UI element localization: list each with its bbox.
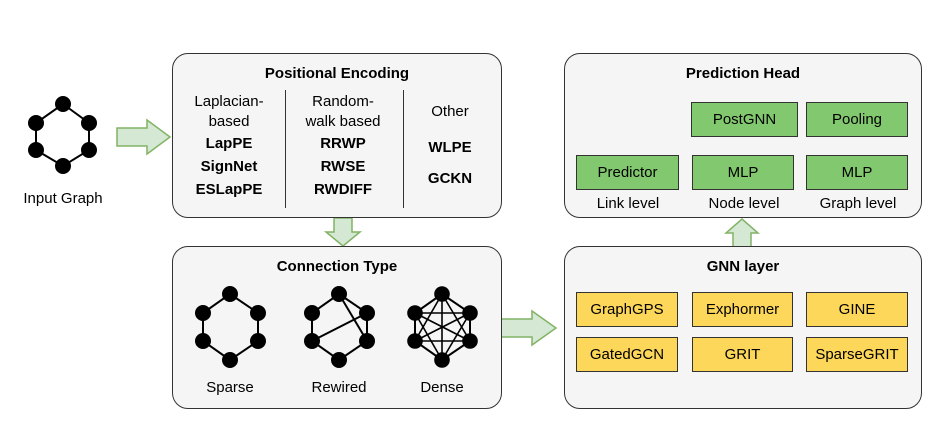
gnn-layer-box: SparseGRIT [806, 337, 908, 372]
pe-column-header: Random- [312, 93, 374, 110]
dense-label: Dense [420, 379, 464, 396]
pe-divider [403, 90, 404, 208]
mlp-graph-box: MLP [806, 155, 908, 190]
dense-graph-icon [407, 286, 478, 368]
mlp-node-box: MLP [692, 155, 794, 190]
pe-method: RWSE [320, 158, 366, 175]
pooling-box: Pooling [806, 102, 908, 137]
predictor-box: Predictor [576, 155, 679, 190]
input-graph-label: Input Graph [23, 190, 103, 207]
pe-method: RRWP [320, 135, 366, 152]
sparse-graph-icon [195, 286, 266, 368]
pe-method: SignNet [200, 158, 258, 175]
sparse-label: Sparse [206, 379, 254, 396]
connection-type-title: Connection Type [276, 258, 398, 275]
pe-column-header: Laplacian- [194, 93, 264, 110]
prediction-head-title: Prediction Head [685, 65, 801, 82]
node-level-label: Node level [708, 195, 780, 212]
gnn-layer-box: GINE [806, 292, 908, 327]
gnn-layer-title: GNN layer [706, 258, 780, 275]
positional-encoding-panel: Positional Encoding Laplacian- based Lap… [172, 53, 502, 218]
pe-column-header: walk based [305, 113, 381, 130]
pe-method: ESLapPE [195, 181, 263, 198]
gnn-layer-box: GraphGPS [576, 292, 678, 327]
input-graph-icon [28, 96, 97, 174]
positional-encoding-title: Positional Encoding [264, 65, 410, 82]
connection-graphs [195, 286, 478, 368]
arrow-connection-to-gnn [500, 309, 558, 347]
pe-divider [285, 90, 286, 208]
link-level-label: Link level [596, 195, 660, 212]
rewired-label: Rewired [311, 379, 367, 396]
pe-column-other: Other WLPE GCKN [407, 102, 493, 190]
arrow-gnn-to-head [724, 218, 760, 248]
arrow-input-to-pe [116, 118, 172, 156]
gnn-layer-box: Exphormer [692, 292, 793, 327]
rewired-graph-icon [304, 286, 375, 368]
pe-method: LapPE [205, 135, 253, 152]
pe-column-random-walk: Random- walk based RRWP RWSE RWDIFF [287, 92, 399, 201]
gnn-layer-box: GatedGCN [576, 337, 678, 372]
pe-method: RWDIFF [313, 181, 373, 198]
gnn-layer-box: GRIT [692, 337, 793, 372]
pe-column-laplacian: Laplacian- based LapPE SignNet ESLapPE [177, 92, 281, 201]
arrow-pe-to-connection [323, 217, 363, 247]
postgnn-box: PostGNN [691, 102, 798, 137]
connection-type-panel: Connection Type [172, 246, 502, 409]
graph-level-label: Graph level [819, 195, 897, 212]
pe-column-header: based [208, 113, 250, 130]
pe-column-header: Other [431, 103, 469, 120]
pe-method: GCKN [427, 170, 473, 187]
gnn-layer-panel: GNN layer [564, 246, 922, 409]
pe-method: WLPE [428, 139, 472, 156]
